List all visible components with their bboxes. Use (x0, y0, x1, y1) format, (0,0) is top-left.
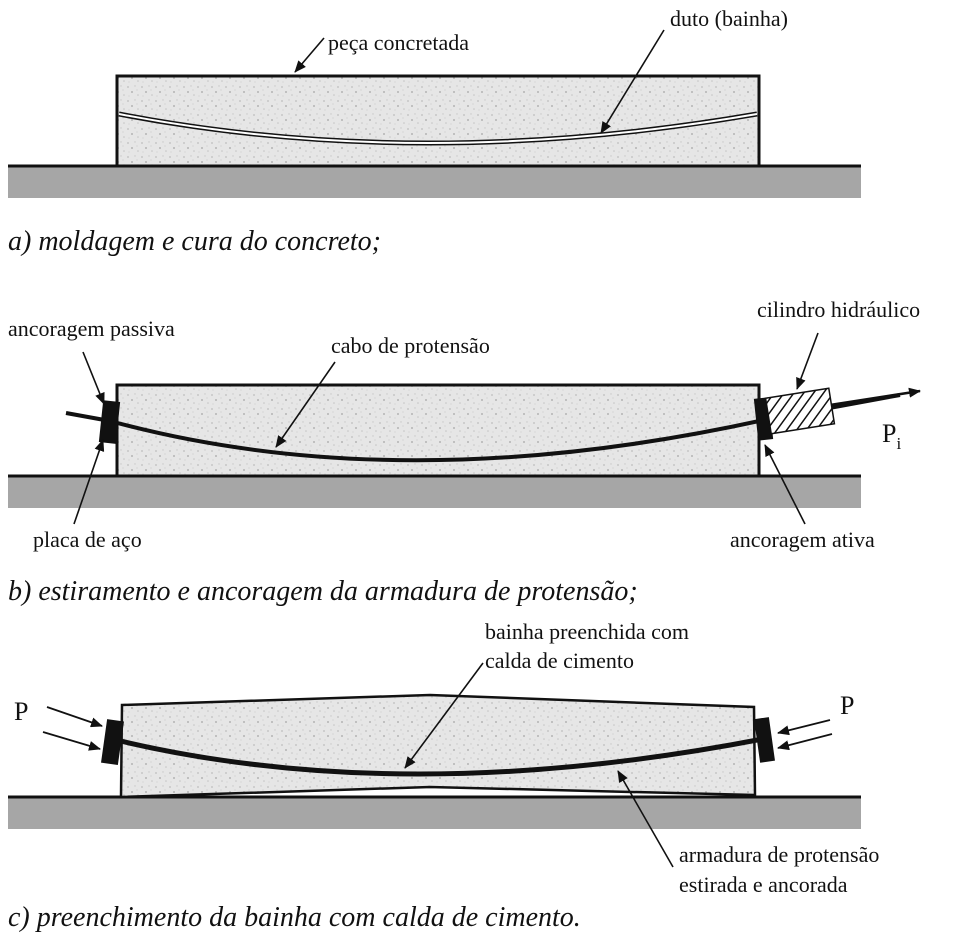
hydraulic-cylinder (764, 387, 836, 435)
leader-cabo (275, 361, 336, 448)
anchor-plate-left-c (101, 719, 124, 766)
ground-b (8, 476, 861, 508)
leader-placa (73, 439, 105, 525)
grouted-sheath (107, 735, 769, 777)
force-arrow-left-2 (42, 731, 101, 751)
leader-ativa (764, 444, 806, 525)
force-arrow-right-1 (777, 719, 831, 736)
panel-b: ancoragem passiva cabo de protensão cili… (8, 297, 921, 607)
anchor-plate-right-c (754, 717, 775, 763)
label-cilindro-hidraulico: cilindro hidráulico (757, 297, 920, 322)
panel-a: peça concretada duto (bainha) a) moldage… (8, 6, 861, 257)
force-arrow-right-2 (777, 733, 833, 751)
label-force-pi: Pi (882, 419, 901, 453)
label-force-pi-main: P (882, 419, 896, 448)
label-bainha-line1: bainha preenchida com (485, 619, 689, 644)
leader-armadura (617, 770, 674, 868)
label-armadura-line2: estirada e ancorada (679, 872, 848, 897)
leader-peca (294, 37, 325, 73)
label-armadura-line1: armadura de protensão (679, 842, 879, 867)
steel-plate-left (98, 400, 121, 444)
label-bainha-line2: calda de cimento (485, 648, 634, 673)
caption-c: c) preenchimento da bainha com calda de … (8, 902, 581, 933)
label-duto: duto (bainha) (670, 6, 788, 31)
label-placa-aco: placa de aço (33, 527, 142, 552)
leader-cilindro (796, 332, 819, 390)
ground-a (8, 166, 861, 198)
caption-a: a) moldagem e cura do concreto; (8, 226, 381, 257)
force-arrow-pi (829, 387, 921, 407)
concrete-piece-b (115, 383, 761, 478)
label-cabo-protensao: cabo de protensão (331, 333, 490, 358)
caption-b: b) estiramento e ancoragem da armadura d… (8, 576, 638, 607)
label-peca-concretada: peça concretada (328, 30, 469, 55)
leader-passiva (82, 351, 105, 405)
prestressing-cable (65, 393, 901, 463)
label-force-p-right: P (840, 691, 854, 720)
label-ancoragem-ativa: ancoragem ativa (730, 527, 875, 552)
concrete-piece-c (119, 693, 757, 799)
ground-c (8, 797, 861, 829)
panel-c: P P bainha preenchida com calda de cimen… (8, 619, 879, 933)
force-arrow-left-1 (46, 706, 103, 728)
leader-bainha (404, 662, 484, 769)
concrete-piece-a (115, 74, 761, 168)
label-force-p-left: P (14, 697, 28, 726)
label-ancoragem-passiva: ancoragem passiva (8, 316, 175, 341)
leader-duto (600, 29, 665, 134)
label-force-pi-sub: i (896, 434, 901, 453)
duct-sheath-inner (118, 113, 758, 144)
